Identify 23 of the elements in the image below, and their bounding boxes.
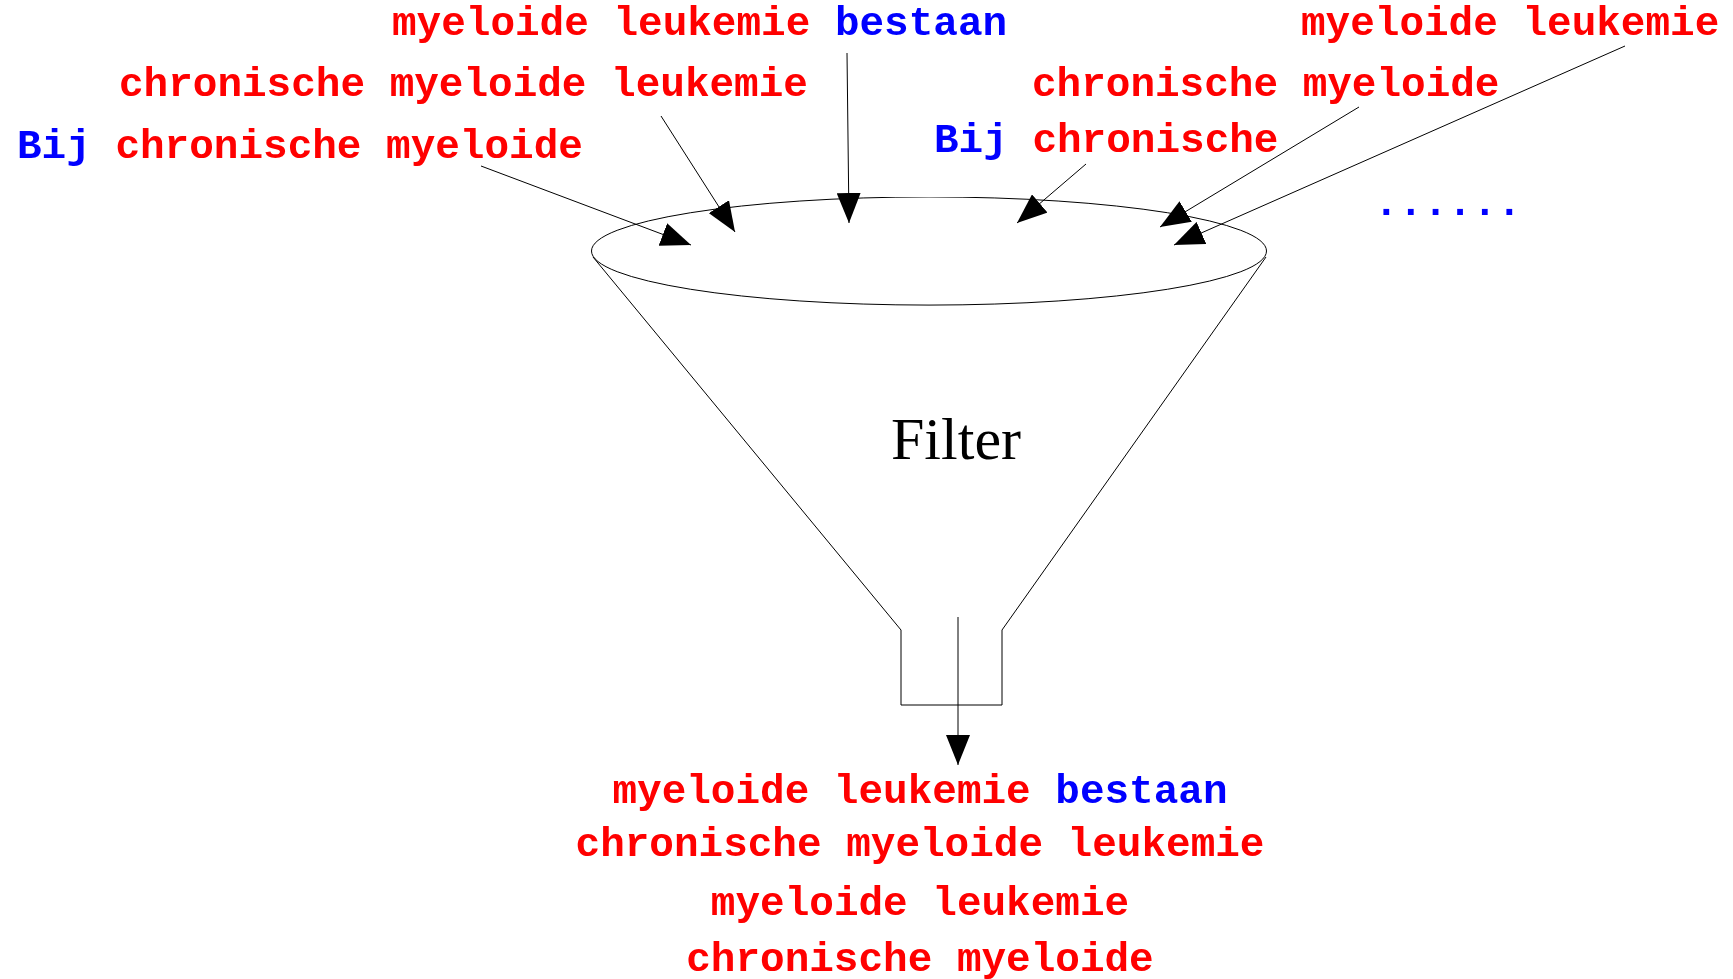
phrase-text: myeloide leukemie [1301, 0, 1720, 48]
phrase-text: chronische [1032, 117, 1279, 165]
phrase-text: myeloide leukemie [612, 768, 1031, 816]
funnel-label: Filter [891, 406, 1021, 472]
phrase-text: chronische myeloide leukemie [575, 821, 1265, 869]
arrow [836, 52, 861, 224]
arrow [946, 616, 970, 766]
phrase-text: chronische myeloide [1032, 61, 1500, 109]
phrase-text: bestaan [834, 0, 1008, 48]
arrow [1159, 106, 1360, 228]
arrow [660, 115, 736, 233]
phrase-text: chronische myeloide leukemie [119, 61, 808, 109]
arrow [1173, 45, 1626, 247]
arrow [480, 165, 692, 248]
ellipsis-text: ...... [1374, 180, 1522, 228]
phrase-text: chronische myeloide [115, 123, 583, 171]
phrase-text: myeloide leukemie [710, 880, 1130, 928]
arrow [1016, 163, 1087, 224]
phrase-text: myeloide leukemie [392, 0, 811, 48]
phrase-text: chronische myeloide [686, 936, 1154, 979]
phrase-text: bestaan [1055, 768, 1228, 816]
phrase-text: Bij [934, 117, 1008, 165]
phrase-text: Bij [17, 123, 91, 171]
